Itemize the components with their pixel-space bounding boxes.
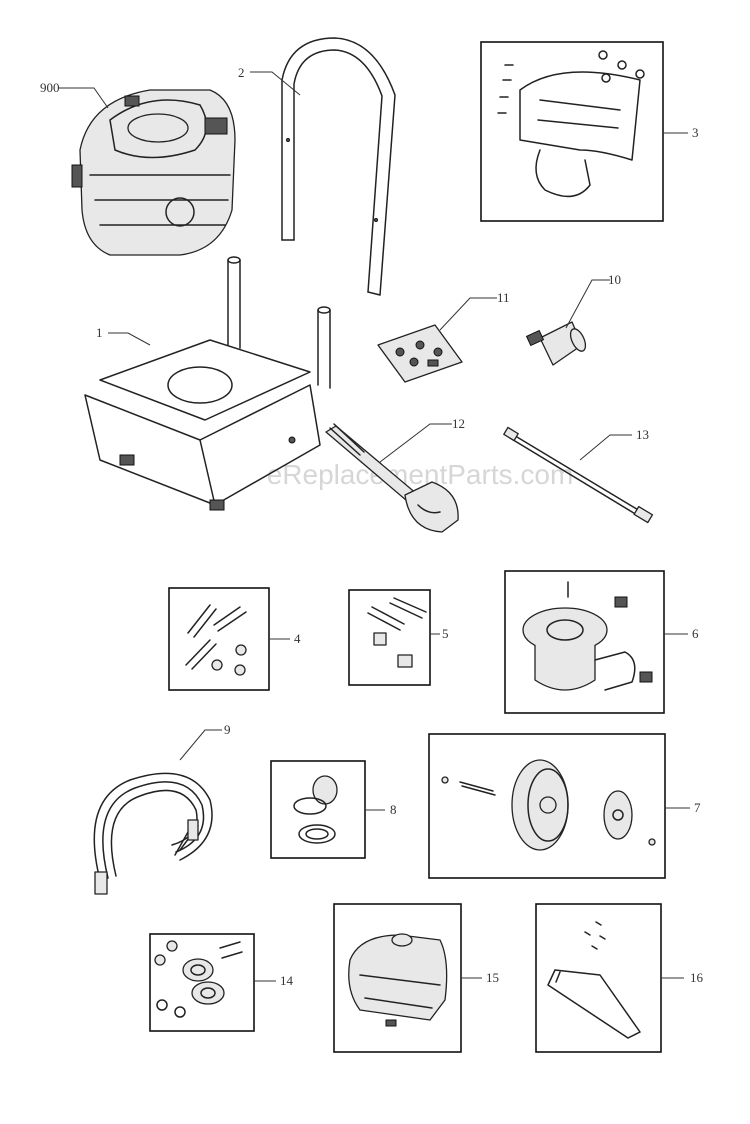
leader-10 xyxy=(565,279,610,329)
part-7-wheel-kit xyxy=(441,759,656,851)
callout-10: 10 xyxy=(608,272,621,287)
part-13-spray-wand[interactable] xyxy=(503,426,654,524)
callout-1: 1 xyxy=(96,325,103,340)
leader-11 xyxy=(439,297,497,331)
part-6-pump xyxy=(522,581,653,691)
part-12-spray-gun[interactable] xyxy=(325,423,459,533)
callout-7: 7 xyxy=(694,800,701,815)
part-15-tank xyxy=(348,933,448,1027)
part-5-box[interactable] xyxy=(348,589,431,686)
callout-8: 8 xyxy=(390,802,397,817)
part-9-hose[interactable] xyxy=(93,772,213,895)
part-3-box[interactable] xyxy=(480,41,664,222)
part-16-box[interactable] xyxy=(535,903,662,1053)
part-10-nozzle[interactable] xyxy=(525,321,589,366)
callout-9: 9 xyxy=(224,722,231,737)
leader-12 xyxy=(379,423,452,463)
watermark: eReplacementParts.com xyxy=(267,459,574,490)
part-3-console-bracket xyxy=(497,50,645,198)
callout-3: 3 xyxy=(692,125,699,140)
callout-5: 5 xyxy=(442,626,449,641)
callout-900: 900 xyxy=(40,80,60,95)
leader-9 xyxy=(179,729,222,761)
part-4-bolt-kit xyxy=(185,604,247,676)
part-8-cap-and-oring xyxy=(293,775,338,844)
part-4-box[interactable] xyxy=(168,587,270,691)
callout-4: 4 xyxy=(294,631,301,646)
leader-1 xyxy=(108,332,151,346)
part-900-engine[interactable] xyxy=(71,89,236,256)
part-5-bolt-kit xyxy=(367,597,427,668)
callout-16: 16 xyxy=(690,970,704,985)
callout-2: 2 xyxy=(238,65,245,80)
part-14-axle-hardware xyxy=(154,940,243,1018)
leader-13 xyxy=(579,434,632,461)
part-14-box[interactable] xyxy=(149,933,255,1032)
callout-12: 12 xyxy=(452,416,465,431)
part-11-hardware-bag[interactable] xyxy=(377,324,463,383)
callout-14: 14 xyxy=(280,973,294,988)
leader-900 xyxy=(58,87,109,109)
callout-13: 13 xyxy=(636,427,649,442)
callout-6: 6 xyxy=(692,626,699,641)
part-7-box[interactable] xyxy=(428,733,666,879)
callout-11: 11 xyxy=(497,290,510,305)
callout-15: 15 xyxy=(486,970,499,985)
part-2-handle[interactable] xyxy=(281,37,396,296)
leader-2 xyxy=(250,71,301,96)
part-16-bracket xyxy=(547,921,641,1039)
part-6-box[interactable] xyxy=(504,570,665,714)
part-1-frame[interactable] xyxy=(84,256,331,511)
